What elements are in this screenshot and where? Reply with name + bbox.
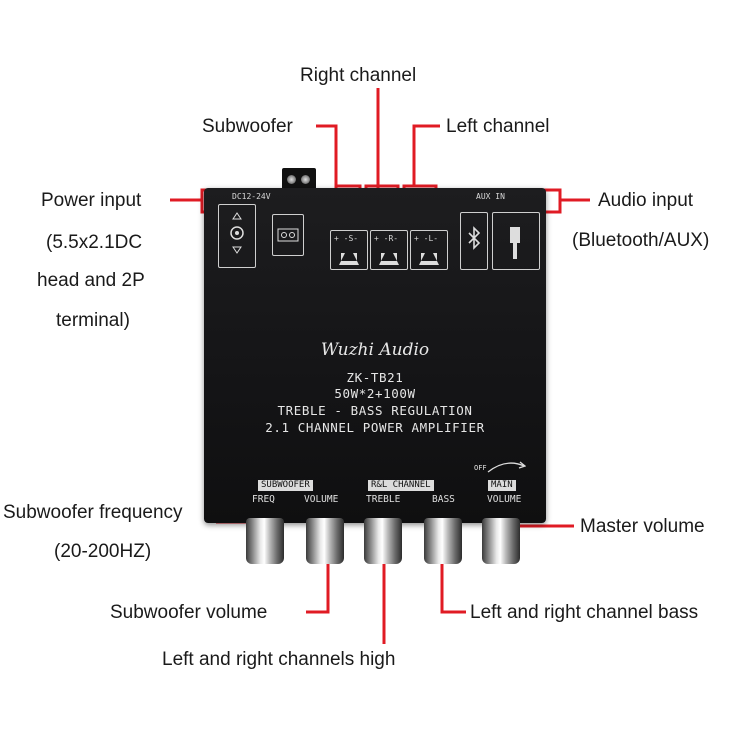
dc-label: DC12-24V bbox=[232, 192, 271, 201]
terminal-icon bbox=[277, 228, 299, 242]
knob-treble[interactable] bbox=[364, 518, 402, 564]
label-sub-volume: Subwoofer volume bbox=[110, 602, 268, 623]
label-lr-bass: Left and right channel bass bbox=[470, 602, 699, 623]
off-label: OFF bbox=[474, 464, 487, 472]
knob-label-bass: BASS bbox=[432, 494, 455, 505]
label-power-input-3: head and 2P bbox=[37, 270, 145, 291]
knob-label-main-volume: VOLUME bbox=[487, 494, 522, 505]
amplifier-board: DC12-24V + -S- + -R- + -L- bbox=[204, 188, 546, 523]
group-label-subwoofer: SUBWOOFER bbox=[258, 480, 313, 491]
description-line-2: 2.1 CHANNEL POWER AMPLIFIER bbox=[265, 420, 485, 435]
knob-bass[interactable] bbox=[424, 518, 462, 564]
model-name: ZK-TB21 bbox=[346, 370, 404, 385]
description-line-1: TREBLE - BASS REGULATION bbox=[277, 403, 473, 418]
bluetooth-box bbox=[460, 212, 488, 270]
label-audio-input: Audio input bbox=[598, 190, 694, 211]
terminal-screw bbox=[301, 175, 310, 184]
label-power-input-4: terminal) bbox=[56, 310, 130, 331]
terminal-screw bbox=[287, 175, 296, 184]
label-right-channel: Right channel bbox=[300, 65, 417, 86]
knob-sub-frequency[interactable] bbox=[246, 518, 284, 564]
power-terminal-box bbox=[272, 214, 304, 256]
dc-jack-icon bbox=[230, 212, 244, 254]
label-sub-frequency-2: (20-200HZ) bbox=[54, 541, 152, 562]
group-label-main: MAIN bbox=[488, 480, 516, 491]
dc-jack-box bbox=[218, 204, 256, 268]
speaker-icon bbox=[339, 253, 359, 265]
aux-box bbox=[492, 212, 540, 270]
speaker-icon bbox=[379, 253, 399, 265]
speaker-box-l: + -L- bbox=[410, 230, 448, 270]
knob-label-freq: FREQ bbox=[252, 494, 275, 505]
aux-jack-icon bbox=[510, 227, 520, 259]
aux-label: AUX IN bbox=[476, 192, 505, 201]
label-lr-high: Left and right channels high bbox=[162, 649, 396, 670]
knob-sub-volume[interactable] bbox=[306, 518, 344, 564]
label-master-volume: Master volume bbox=[580, 516, 705, 537]
label-left-channel: Left channel bbox=[446, 116, 550, 137]
left-channel-line bbox=[412, 124, 440, 186]
knob-label-treble: TREBLE bbox=[366, 494, 401, 505]
knob-label-sub-volume: VOLUME bbox=[304, 494, 339, 505]
knob-master-volume[interactable] bbox=[482, 518, 520, 564]
speaker-box-r: + -R- bbox=[370, 230, 408, 270]
speaker-icon bbox=[419, 253, 439, 265]
label-power-input-2: (5.5x2.1DC bbox=[46, 232, 143, 253]
top-panel: DC12-24V + -S- + -R- + -L- bbox=[212, 192, 540, 272]
power-terminal-block bbox=[282, 168, 316, 190]
brand-logo: Wuzhi Audio bbox=[320, 340, 430, 360]
power-rating: 50W*2+100W bbox=[334, 386, 416, 401]
volume-arc-icon bbox=[487, 461, 526, 473]
bluetooth-icon bbox=[468, 226, 481, 250]
speaker-box-s: + -S- bbox=[330, 230, 368, 270]
group-label-rl-channel: R&L CHANNEL bbox=[368, 480, 434, 491]
subwoofer-line bbox=[316, 124, 348, 192]
label-audio-input-2: (Bluetooth/AUX) bbox=[572, 230, 710, 251]
label-sub-frequency: Subwoofer frequency bbox=[3, 502, 183, 523]
label-power-input: Power input bbox=[41, 190, 142, 211]
label-subwoofer: Subwoofer bbox=[202, 116, 293, 137]
